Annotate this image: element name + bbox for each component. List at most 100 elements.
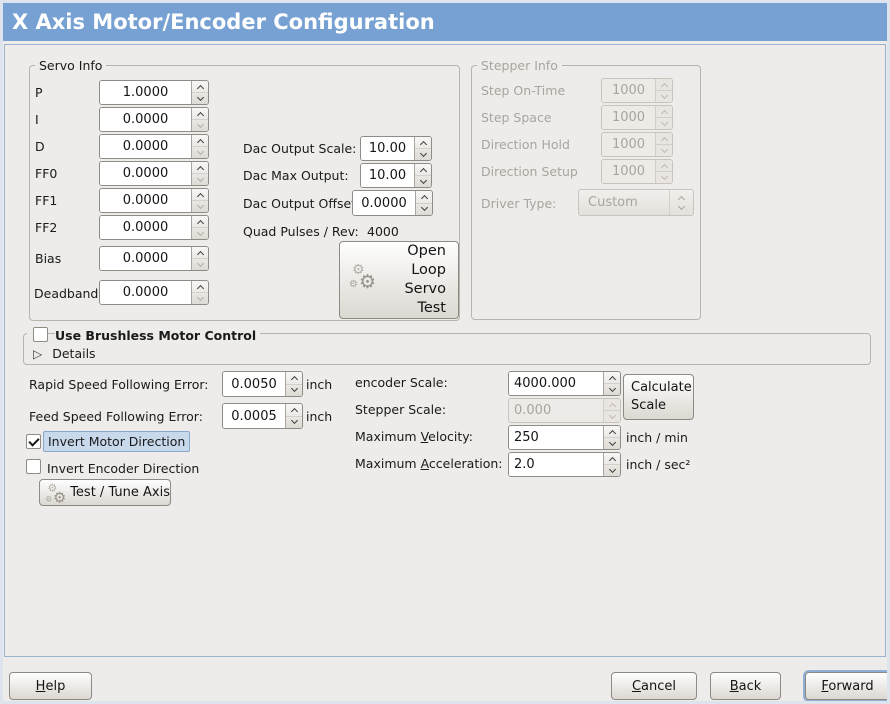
maximum-acceleration-value[interactable]: 2.0	[509, 453, 603, 476]
dac-output-scale-value[interactable]: 10.00	[361, 137, 414, 160]
stepper-scale-value: 0.000	[509, 399, 603, 422]
spin-up-button[interactable]	[604, 372, 620, 383]
dac-max-output-value[interactable]: 10.00	[361, 164, 414, 187]
step-space-spinbox: 1000	[601, 105, 673, 130]
expander-triangle-icon: ▷	[33, 346, 43, 361]
deadband-spinbox[interactable]: 0.0000	[99, 280, 209, 305]
details-expander[interactable]: ▷ Details	[33, 346, 96, 361]
spin-up-button[interactable]	[604, 453, 620, 464]
maximum-velocity-value[interactable]: 250	[509, 426, 603, 449]
servo-info-legend: Servo Info	[35, 58, 107, 73]
deadband-label: Deadband	[34, 286, 99, 301]
stepper-scale-label: Stepper Scale:	[355, 402, 447, 417]
spin-down-button[interactable]	[604, 383, 620, 395]
deadband-value[interactable]: 0.0000	[100, 281, 191, 304]
cancel-button[interactable]: Cancel	[611, 672, 697, 700]
invert-encoder-direction-label[interactable]: Invert Encoder Direction	[47, 461, 200, 476]
encoder-scale-spinbox[interactable]: 4000.000	[508, 371, 621, 396]
spin-down-button[interactable]	[604, 437, 620, 449]
direction-hold-label: Direction Hold	[481, 137, 570, 152]
spin-down-button[interactable]	[192, 292, 208, 304]
use-brushless-label[interactable]: Use Brushless Motor Control	[55, 328, 261, 343]
spin-up-button[interactable]	[416, 191, 432, 203]
open-loop-servo-test-button[interactable]: ⚙⚙⚙ Open Loop Servo Test	[339, 241, 459, 319]
use-brushless-checkbox[interactable]	[33, 327, 48, 342]
ff2-value[interactable]: 0.0000	[100, 216, 191, 239]
p-label: P	[35, 85, 43, 100]
p-spinbox[interactable]: 1.0000	[99, 80, 209, 105]
spin-down-button[interactable]	[192, 227, 208, 239]
ff0-value[interactable]: 0.0000	[100, 162, 191, 185]
spin-down-button[interactable]	[416, 202, 432, 216]
test-tune-axis-button[interactable]: ⚙⚙⚙ Test / Tune Axis	[39, 479, 171, 506]
ff0-spinbox[interactable]: 0.0000	[99, 161, 209, 186]
ff0-label: FF0	[35, 166, 58, 181]
spin-down-button[interactable]	[286, 415, 302, 429]
spin-up-button[interactable]	[192, 247, 208, 258]
ff1-value[interactable]: 0.0000	[100, 189, 191, 212]
step-space-value: 1000	[602, 106, 655, 129]
dac-output-scale-spinbox[interactable]: 10.00	[360, 136, 432, 161]
rapid-following-error-value[interactable]: 0.0050	[223, 372, 285, 396]
feed-following-error-value[interactable]: 0.0005	[223, 404, 285, 428]
feed-following-error-spinbox[interactable]: 0.0005	[222, 403, 303, 429]
dac-output-offset-spinbox[interactable]: 0.0000	[352, 190, 433, 216]
i-value[interactable]: 0.0000	[100, 108, 191, 131]
spin-up-button[interactable]	[604, 426, 620, 437]
rapid-following-error-label: Rapid Speed Following Error:	[29, 377, 209, 392]
maximum-velocity-spinbox[interactable]: 250	[508, 425, 621, 450]
spin-down-button[interactable]	[192, 173, 208, 185]
encoder-scale-label: encoder Scale:	[355, 375, 448, 390]
rapid-following-error-spinbox[interactable]: 0.0050	[222, 371, 303, 397]
spin-down-button[interactable]	[192, 200, 208, 212]
spin-down-button[interactable]	[192, 119, 208, 131]
spin-up-button[interactable]	[415, 164, 431, 175]
maximum-acceleration-unit: inch / sec²	[626, 457, 691, 472]
spin-down-button[interactable]	[604, 464, 620, 476]
dac-output-offset-value[interactable]: 0.0000	[353, 191, 415, 215]
step-on-time-spinbox: 1000	[601, 78, 673, 103]
d-spinbox[interactable]: 0.0000	[99, 134, 209, 159]
driver-type-combobox: Custom	[578, 189, 694, 216]
test-tune-axis-label: Test / Tune Axis	[70, 485, 170, 500]
forward-button[interactable]: Forward	[805, 672, 887, 700]
spin-up-button[interactable]	[192, 281, 208, 292]
dac-max-output-spinbox[interactable]: 10.00	[360, 163, 432, 188]
spin-up-button[interactable]	[192, 135, 208, 146]
spin-up-button[interactable]	[192, 216, 208, 227]
page-title: X Axis Motor/Encoder Configuration	[3, 3, 887, 41]
bias-value[interactable]: 0.0000	[100, 247, 191, 270]
invert-motor-direction-checkbox[interactable]	[26, 434, 41, 449]
feed-following-error-label: Feed Speed Following Error:	[29, 409, 203, 424]
invert-encoder-direction-checkbox[interactable]	[26, 459, 41, 474]
i-spinbox[interactable]: 0.0000	[99, 107, 209, 132]
bias-spinbox[interactable]: 0.0000	[99, 246, 209, 271]
invert-motor-direction-label[interactable]: Invert Motor Direction	[43, 431, 191, 452]
spin-up-button[interactable]	[192, 108, 208, 119]
ff2-spinbox[interactable]: 0.0000	[99, 215, 209, 240]
encoder-scale-value[interactable]: 4000.000	[509, 372, 603, 395]
spin-up-button[interactable]	[286, 372, 302, 384]
spin-up-button[interactable]	[192, 81, 208, 92]
back-button[interactable]: Back	[710, 672, 781, 700]
gears-icon: ⚙⚙⚙	[45, 481, 67, 506]
spin-up-button[interactable]	[192, 162, 208, 173]
quad-pulses-value: 4000	[367, 224, 399, 239]
spin-down-button[interactable]	[415, 148, 431, 160]
calculate-scale-line: Calculate	[631, 380, 692, 395]
d-value[interactable]: 0.0000	[100, 135, 191, 158]
stepper-scale-spinbox: 0.000	[508, 398, 621, 423]
spin-down-button[interactable]	[286, 383, 302, 397]
calculate-scale-button[interactable]: Calculate Scale	[623, 374, 694, 420]
spin-down-button[interactable]	[192, 258, 208, 270]
spin-up-button[interactable]	[286, 404, 302, 416]
ff1-spinbox[interactable]: 0.0000	[99, 188, 209, 213]
spin-down-button[interactable]	[192, 92, 208, 104]
spin-down-button[interactable]	[192, 146, 208, 158]
help-button[interactable]: Help	[9, 672, 92, 700]
maximum-acceleration-spinbox[interactable]: 2.0	[508, 452, 621, 477]
spin-down-button[interactable]	[415, 175, 431, 187]
spin-up-button[interactable]	[415, 137, 431, 148]
spin-up-button[interactable]	[192, 189, 208, 200]
p-value[interactable]: 1.0000	[100, 81, 191, 104]
